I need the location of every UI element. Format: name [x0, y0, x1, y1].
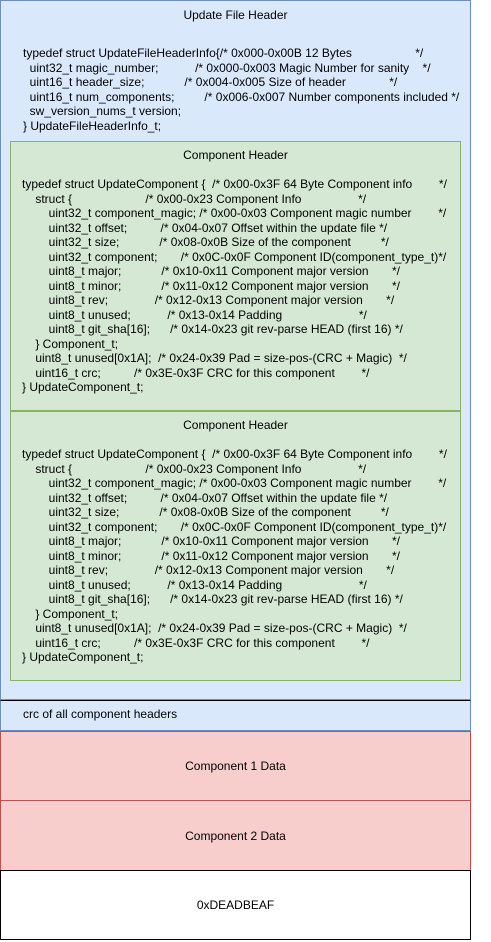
component-header-1-title: Component Header — [183, 148, 288, 162]
code-line: uint16_t header_size; /* 0x004-0x005 Siz… — [23, 75, 398, 89]
code-line: uint8_t unused; /* 0x13-0x14 Padding */ — [22, 307, 367, 322]
code-line: uint8_t major; /* 0x10-0x11 Component ma… — [22, 534, 400, 548]
code-line: typedef struct UpdateComponent { /* 0x00… — [22, 447, 447, 461]
code-line: uint32_t offset; /* 0x04-0x07 Offset wit… — [22, 220, 388, 235]
code-line: uint8_t unused[0x1A]; /* 0x24-0x39 Pad =… — [22, 621, 407, 635]
crc-headers-block: crc of all component headers — [0, 700, 471, 731]
code-line: uint32_t size; /* 0x08-0x0B Size of the … — [22, 235, 389, 249]
code-line: } UpdateFileHeaderInfo_t; — [23, 118, 162, 133]
update-file-header-code: typedef struct UpdateFileHeaderInfo{/* 0… — [23, 46, 459, 133]
component-header-1-block: Component Header typedef struct UpdateCo… — [10, 141, 461, 411]
component-2-data-block: Component 2 Data — [0, 800, 471, 871]
code-line: uint8_t unused[0x1A]; /* 0x24-0x39 Pad =… — [22, 351, 407, 365]
component-header-2-code: typedef struct UpdateComponent { /* 0x00… — [22, 447, 447, 665]
code-line: uint32_t component; /* 0x0C-0x0F Compone… — [22, 249, 447, 264]
code-line: uint32_t size; /* 0x08-0x0B Size of the … — [22, 505, 389, 519]
code-line: uint8_t major; /* 0x10-0x11 Component ma… — [22, 264, 400, 278]
code-line: } UpdateComponent_t; — [22, 380, 144, 394]
code-line: } Component_t; — [22, 606, 119, 621]
code-line: uint8_t rev; /* 0x12-0x13 Component majo… — [22, 563, 395, 577]
code-line: uint8_t git_sha[16]; /* 0x14-0x23 git re… — [22, 592, 403, 606]
code-line: uint8_t git_sha[16]; /* 0x14-0x23 git re… — [22, 322, 403, 336]
code-line: uint8_t minor; /* 0x11-0x12 Component ma… — [22, 548, 400, 563]
code-line: uint8_t unused; /* 0x13-0x14 Padding */ — [22, 577, 367, 592]
end-marker-block: 0xDEADBEAF — [0, 870, 471, 940]
update-file-header-title: Update File Header — [183, 8, 288, 22]
component-header-2-block: Component Header typedef struct UpdateCo… — [10, 411, 461, 681]
code-line: sw_version_nums_t version; — [23, 104, 182, 118]
crc-headers-label: crc of all component headers — [23, 707, 178, 721]
code-line: } Component_t; — [22, 336, 119, 351]
code-line: uint32_t component_magic; /* 0x00-0x03 C… — [22, 206, 447, 220]
code-line: } UpdateComponent_t; — [22, 650, 144, 664]
code-line: uint16_t crc; /* 0x3E-0x3F CRC for this … — [22, 365, 370, 380]
code-line: struct { /* 0x00-0x23 Component Info */ — [22, 191, 367, 206]
component-1-data-block: Component 1 Data — [0, 731, 471, 801]
code-line: struct { /* 0x00-0x23 Component Info */ — [22, 461, 367, 476]
code-line: uint16_t crc; /* 0x3E-0x3F CRC for this … — [22, 635, 370, 650]
code-line: typedef struct UpdateComponent { /* 0x00… — [22, 177, 447, 191]
code-line: uint32_t magic_number; /* 0x000-0x003 Ma… — [23, 60, 431, 75]
code-line: uint16_t num_components; /* 0x006-0x007 … — [23, 89, 460, 104]
component-1-data-label: Component 1 Data — [185, 759, 286, 773]
code-line: uint32_t component_magic; /* 0x00-0x03 C… — [22, 476, 447, 490]
code-line: uint32_t component; /* 0x0C-0x0F Compone… — [22, 519, 447, 534]
component-header-2-title: Component Header — [183, 418, 288, 432]
code-line: uint8_t rev; /* 0x12-0x13 Component majo… — [22, 293, 395, 307]
end-marker-label: 0xDEADBEAF — [196, 898, 275, 912]
component-header-1-code: typedef struct UpdateComponent { /* 0x00… — [22, 177, 447, 395]
code-line: typedef struct UpdateFileHeaderInfo{/* 0… — [23, 46, 424, 60]
code-line: uint32_t offset; /* 0x04-0x07 Offset wit… — [22, 490, 388, 505]
component-2-data-label: Component 2 Data — [185, 828, 286, 843]
code-line: uint8_t minor; /* 0x11-0x12 Component ma… — [22, 278, 400, 293]
